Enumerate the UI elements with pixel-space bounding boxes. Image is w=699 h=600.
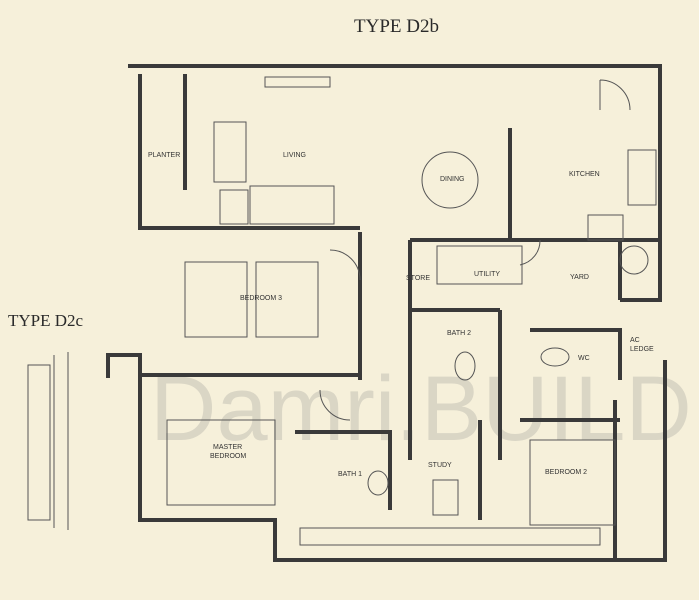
label-master-bedroom: MASTER <box>213 444 242 451</box>
label-dining: DINING <box>440 176 465 183</box>
furniture <box>166 76 657 526</box>
label-store: STORE <box>406 275 430 282</box>
label-planter: PLANTER <box>148 152 180 159</box>
alt-plan-title: TYPE D2c <box>8 311 84 330</box>
label-living: LIVING <box>283 152 306 159</box>
label-bedroom-3: BEDROOM 3 <box>240 295 282 302</box>
label-study: STUDY <box>428 462 452 469</box>
walls <box>27 64 667 562</box>
label-ac-ledge: AC <box>630 337 640 344</box>
label-utility: UTILITY <box>474 271 500 278</box>
label-bath-1: BATH 1 <box>338 471 362 478</box>
label-master-bedroom-2: BEDROOM <box>210 453 246 460</box>
label-kitchen: KITCHEN <box>569 171 600 178</box>
label-wc: WC <box>578 355 590 362</box>
label-yard: YARD <box>570 274 589 281</box>
plan-title: TYPE D2b <box>354 16 439 37</box>
label-bedroom-2: BEDROOM 2 <box>545 469 587 476</box>
label-bath-2: BATH 2 <box>447 330 471 337</box>
label-ac-ledge-2: LEDGE <box>630 346 654 353</box>
